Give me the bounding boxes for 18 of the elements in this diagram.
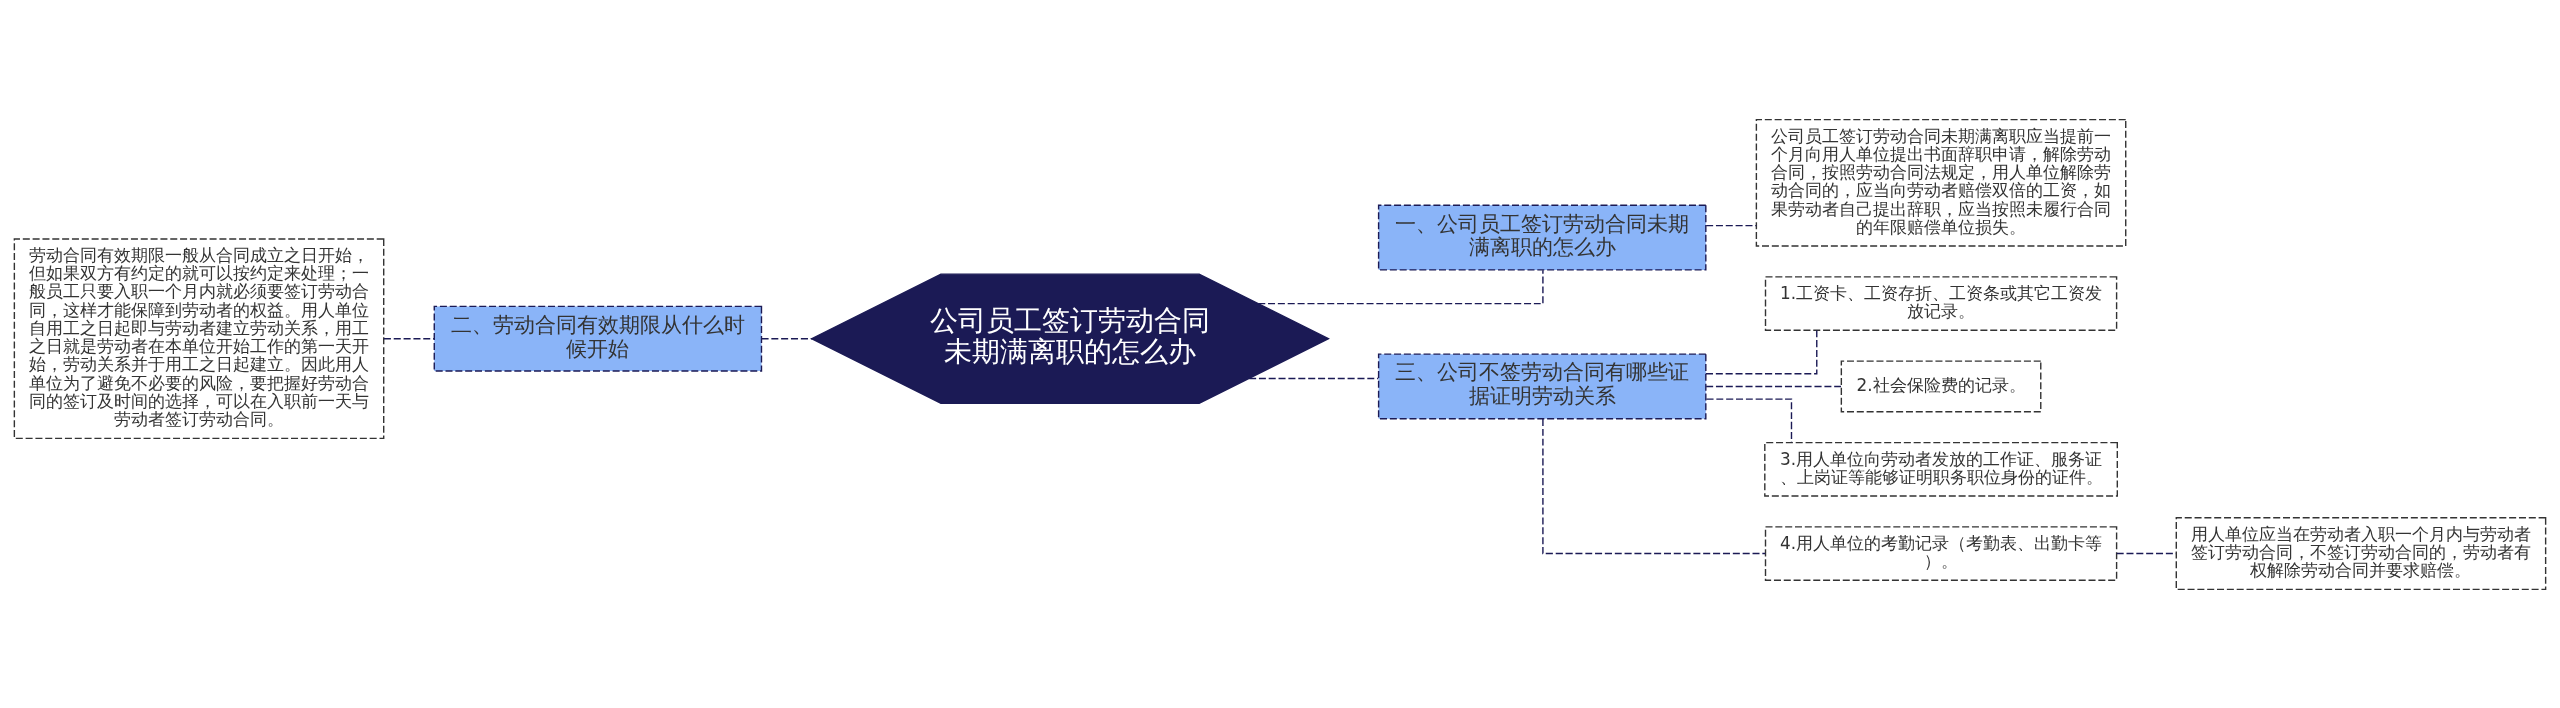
node-box: 一、公司员工签订劳动合同未期满离职的怎么办 bbox=[1377, 204, 1707, 271]
node-box: 1.工资卡、工资存折、工资条或其它工资发放记录。 bbox=[1764, 275, 2118, 331]
connector bbox=[383, 337, 435, 339]
node-box: 用人单位应当在劳动者入职一个月内与劳动者签订劳动合同，不签订劳动合同的，劳动者有权解除劳动合同并要求赔偿。 bbox=[2175, 516, 2547, 590]
connector bbox=[1705, 224, 1758, 226]
connector bbox=[1542, 417, 1766, 554]
node-box: 4.用人单位的考勤记录（考勤表、出勤卡等）。 bbox=[1764, 525, 2118, 581]
connector bbox=[1248, 377, 1379, 379]
node-box: 二、劳动合同有效期限从什么时候开始 bbox=[433, 305, 763, 372]
connector bbox=[761, 337, 813, 339]
node-box: 2.社会保险费的记录。 bbox=[1840, 359, 2042, 412]
node-box: 3.用人单位向劳动者发放的工作证、服务证、上岗证等能够证明职务职位身份的证件。 bbox=[1764, 441, 2118, 497]
node-box: 三、公司不签劳动合同有哪些证据证明劳动关系 bbox=[1377, 352, 1707, 419]
connector bbox=[1705, 329, 1818, 374]
node-box: 公司员工签订劳动合同未期满离职应当提前一个月向用人单位提出书面辞职申请，解除劳动合同，按照劳动合同法规定，用人单位解除劳动合同的，应当向劳动者赔偿双倍的工资，如果劳动者自己提出辞职，应当按照未履行合同的年限赔偿单位损失。 bbox=[1755, 118, 2127, 247]
connector bbox=[1257, 269, 1544, 304]
node-box: 劳动合同有效期限一般从合同成立之日开始，但如果双方有约定的就可以按约定来处理；一般员工只要入职一个月内就必须要签订劳动合同，这样才能保障到劳动者的权益。用人单位自用工之日起即与劳动者建立劳动关系，用工之日就是劳动者在本单位开始工作的第一天开始，劳动关系并于用工之日起建立。因此用人单位为了避免不必要的风险，要把握好劳动合同的签订及时间的选择，可以在入职前一天与劳动者签订劳动合同。 bbox=[13, 237, 385, 439]
connector bbox=[1705, 385, 1842, 387]
